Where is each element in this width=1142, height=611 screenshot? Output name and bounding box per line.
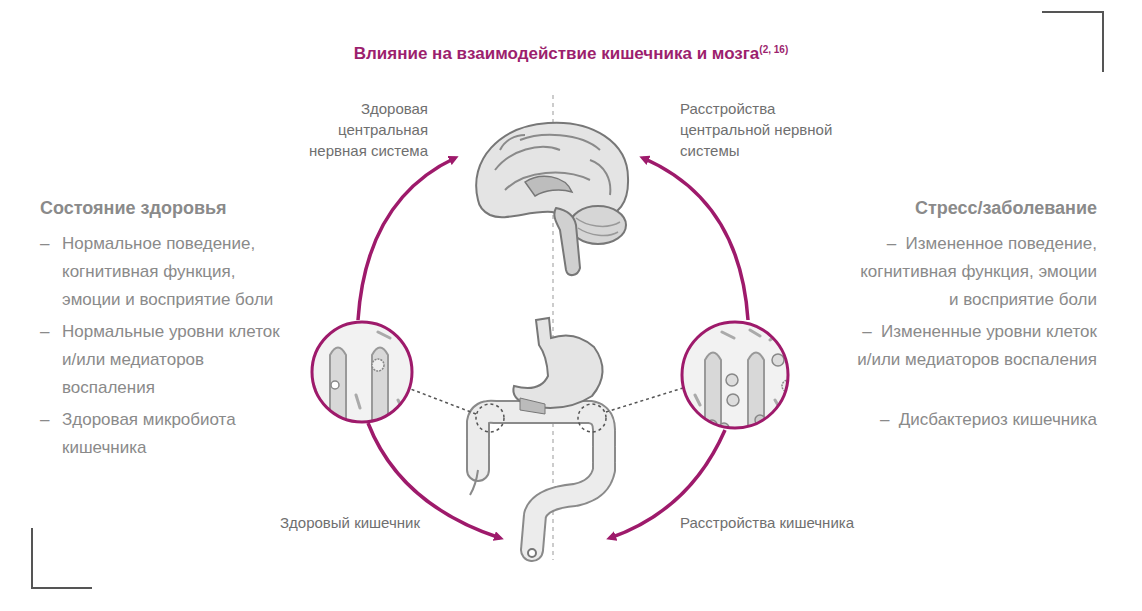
title: Влияние на взаимодействие кишечника и мо… bbox=[354, 44, 760, 63]
bullet-item: – Измененное поведение, когнитивная функ… bbox=[857, 230, 1097, 314]
bullet-text: Здоровая микробиота кишечника bbox=[62, 406, 298, 462]
bullet-item: – Измененные уровни клеток и/или медиато… bbox=[857, 318, 1097, 374]
bullet-text: Дисбактериоз кишечника bbox=[899, 410, 1097, 429]
bullet-dash: – bbox=[40, 318, 49, 346]
bullet-dash: – bbox=[887, 234, 896, 253]
disordered-gut-closeup bbox=[680, 320, 801, 445]
corner-bracket bbox=[32, 528, 92, 588]
brain-label: Расстройства центральной нервной системы bbox=[680, 98, 840, 161]
corner-bracket bbox=[1042, 12, 1103, 72]
column-heading: Стресс/заболевание bbox=[817, 198, 1097, 219]
bullet-dash: – bbox=[862, 322, 871, 341]
gut-drawing bbox=[408, 318, 683, 557]
column-heading: Состояние здоровья bbox=[40, 198, 320, 219]
healthy-gut-closeup bbox=[300, 320, 420, 440]
bullet-dash: – bbox=[40, 230, 49, 258]
cycle-arrows bbox=[358, 158, 748, 538]
bullet-text: Измененное поведение, когнитивная функци… bbox=[860, 234, 1097, 309]
title-row: Влияние на взаимодействие кишечника и мо… bbox=[0, 44, 1142, 64]
reference-number: (2, 16) bbox=[759, 44, 788, 55]
bullet-item: – Дисбактериоз кишечника bbox=[857, 406, 1097, 434]
brain-label: Здоровая центральная нервная система bbox=[280, 98, 428, 161]
bullet-text: Нормальное поведение, когнитивная функци… bbox=[62, 230, 298, 314]
bullet-text: Нормальные уровни клеток и/или медиаторо… bbox=[62, 318, 298, 402]
gut-label: Расстройства кишечника bbox=[680, 512, 860, 533]
bullet-dash: – bbox=[40, 406, 49, 434]
gut-label: Здоровый кишечник bbox=[280, 512, 440, 533]
brain-drawing bbox=[476, 123, 628, 275]
bullet-text: Измененные уровни клеток и/или медиаторо… bbox=[857, 322, 1097, 369]
bullet-dash: – bbox=[880, 410, 889, 429]
